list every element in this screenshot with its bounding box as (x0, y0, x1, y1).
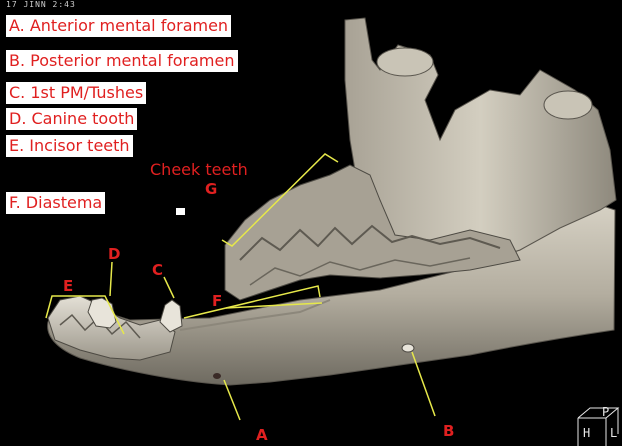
label-b: B (443, 422, 454, 440)
anterior-mental-foramen (213, 373, 221, 379)
orientation-cube: H P L (566, 404, 622, 446)
cube-face-l: L (610, 426, 617, 440)
cube-face-p: P (602, 405, 609, 419)
legend-item-d: D. Canine tooth (6, 108, 137, 130)
cheek-teeth-label: Cheek teeth (150, 160, 248, 179)
cube-face-h: H (583, 426, 590, 440)
label-a: A (256, 426, 268, 444)
white-marker (176, 208, 185, 215)
label-f: F (212, 292, 222, 310)
anterior-foramen-pointer (224, 380, 240, 420)
legend-item-f: F. Diastema (6, 192, 105, 214)
label-e: E (63, 277, 73, 295)
label-c: C (152, 261, 163, 279)
label-g: G (205, 180, 217, 198)
canine-pointer (110, 262, 112, 296)
legend-item-a: A. Anterior mental foramen (6, 15, 231, 37)
premolar-pointer (164, 277, 174, 298)
posterior-mental-foramen (402, 344, 414, 352)
legend-item-e: E. Incisor teeth (6, 135, 133, 157)
scan-header-text: 17 JINN 2:43 (6, 0, 76, 9)
legend-item-c: C. 1st PM/Tushes (6, 82, 146, 104)
label-d: D (108, 245, 120, 263)
legend-item-b: B. Posterior mental foramen (6, 50, 238, 72)
